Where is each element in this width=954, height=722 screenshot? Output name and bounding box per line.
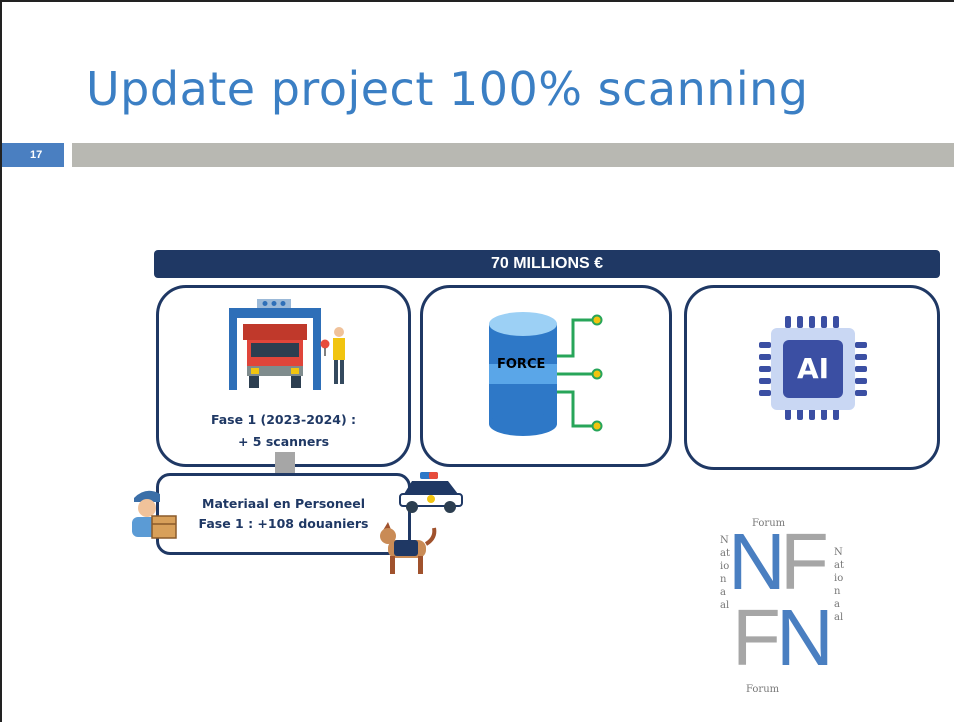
header-bar [72,143,954,167]
logo-bottom-word: Forum [746,684,780,695]
logo-letter-f-bottom: F [732,593,781,682]
logo-left-vertical: Nationaal [720,535,730,611]
budget-banner: 70 MILLIONS € [154,250,940,278]
ai-label: AI [797,352,830,385]
personnel-card: Materiaal en Personeel Fase 1 : +108 dou… [156,473,411,555]
personnel-title: Materiaal en Personeel [202,496,365,511]
police-car-icon [398,470,466,514]
logo-right-vertical: Nationaal [834,547,844,623]
ai-card: AI [684,285,940,470]
database-icon [487,310,607,440]
truck-scanner-icon [221,296,351,396]
scanner-phase-text: Fase 1 (2023-2024) : [210,412,357,427]
scanner-count-text: + 5 scanners [237,434,330,449]
logo-letter-f-top: F [780,517,829,606]
forum-nationaal-logo: Forum Nationaal Nationaal N F F N Forum [714,518,846,700]
personnel-count: Fase 1 : +108 douaniers [198,516,369,531]
customs-officer-icon [126,486,182,542]
logo-letter-n-bottom: N [776,593,834,682]
force-database-card: FORCE [420,285,672,467]
logo-top-word: Forum [752,518,786,529]
police-dog-icon [374,518,438,578]
slide-title: Update project 100% scanning [86,62,809,116]
scanner-card: Fase 1 (2023-2024) : + 5 scanners [156,285,411,467]
ai-chip-icon [755,310,871,426]
logo-letter-n-top: N [728,517,786,606]
slide-number: 17 [2,143,64,167]
force-label: FORCE [497,357,546,372]
